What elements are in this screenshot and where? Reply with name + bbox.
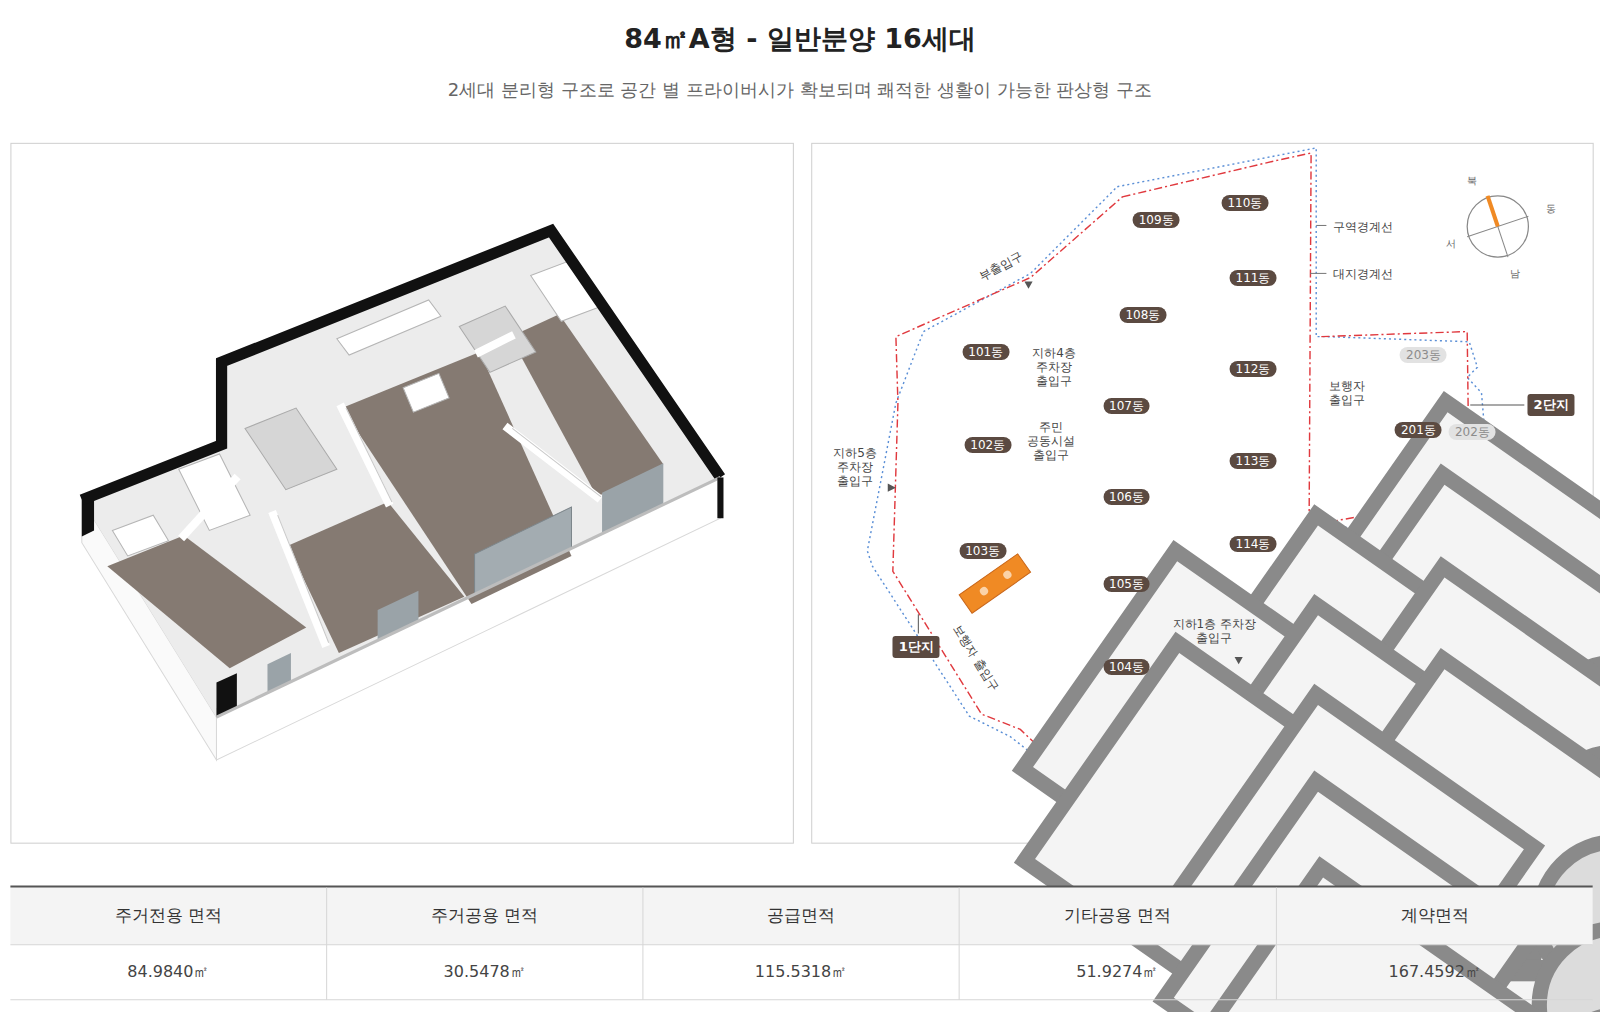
- building-tag: 110동: [1221, 195, 1268, 211]
- building-tag: 104동: [1103, 659, 1150, 675]
- building-tag: 105동: [1103, 576, 1150, 592]
- node-text: 110동: [1227, 196, 1262, 210]
- building-tag: 102동: [964, 437, 1011, 453]
- boundary-label: 구역경계선: [1333, 220, 1393, 234]
- entrance-label: 주민 공동시설 출입구: [1024, 420, 1078, 462]
- compass-letter: 동: [1546, 203, 1556, 214]
- area-table: [10, 887, 1592, 1000]
- building-tag: 201동: [1395, 422, 1442, 438]
- building-tag: 112동: [1230, 361, 1277, 377]
- building-tag: 106동: [1103, 489, 1150, 505]
- node-text: 104동: [1109, 660, 1144, 674]
- building-tag: 109동: [1133, 212, 1180, 228]
- node-text: 106동: [1109, 490, 1144, 504]
- node-text: 1단지: [899, 639, 934, 655]
- building-tag: 203동: [1400, 347, 1447, 363]
- entrance-label: 지하5층 주차장 출입구: [830, 446, 880, 488]
- site-map: [867, 148, 1600, 1012]
- compass-letter: 남: [1510, 268, 1520, 279]
- table-cell: 167.4592㎡: [1389, 962, 1481, 983]
- entrance-label: 지하4층 주차장 출입구: [1029, 346, 1079, 388]
- complex-tag: 2단지: [1527, 394, 1574, 416]
- compass-letter: 서: [1446, 237, 1456, 248]
- node-text: 114동: [1236, 537, 1271, 551]
- floor-plan: [82, 231, 721, 760]
- node-text: 201동: [1401, 423, 1436, 437]
- table-cell: 30.5478㎡: [444, 962, 526, 983]
- node-text: 108동: [1125, 308, 1160, 322]
- entrance-label: 보행자 출입구: [949, 622, 1001, 694]
- node-text: 109동: [1139, 213, 1174, 227]
- boundary-label: 대지경계선: [1333, 267, 1393, 281]
- compass-letter: 북: [1467, 174, 1477, 185]
- building-tag: 108동: [1119, 307, 1166, 323]
- node-text: 2단지: [1533, 397, 1568, 413]
- table-header: 계약면적: [1401, 904, 1469, 927]
- node-text: 105동: [1109, 577, 1144, 591]
- node-text: 112동: [1236, 362, 1271, 376]
- building-tag: 111동: [1230, 270, 1277, 286]
- entrance-label: 지하1층 주차장 출입구: [1166, 617, 1262, 645]
- entrance-label: 부출입구: [977, 249, 1026, 284]
- node-text: 107동: [1109, 399, 1144, 413]
- node-text: 111동: [1236, 271, 1271, 285]
- table-cell: 51.9274㎡: [1076, 962, 1158, 983]
- table-header: 공급면적: [767, 904, 835, 927]
- building-tag: 107동: [1103, 398, 1150, 414]
- node-text: 101동: [968, 345, 1003, 359]
- building-tag: 202동: [1449, 424, 1496, 440]
- building-tag: 103동: [959, 543, 1006, 559]
- complex-tag: 1단지: [893, 636, 940, 658]
- building-tag: 113동: [1230, 453, 1277, 469]
- node-text: 113동: [1236, 454, 1271, 468]
- table-header: 주거공용 면적: [431, 904, 538, 927]
- entrance-label: 보행자 출입구: [1325, 379, 1369, 407]
- building-tag: 101동: [962, 344, 1009, 360]
- table-header: 주거전용 면적: [115, 904, 222, 927]
- page-title: 84㎡A형 - 일반분양 16세대: [624, 21, 975, 57]
- table-cell: 84.9840㎡: [127, 962, 209, 983]
- building-tag: 114동: [1230, 536, 1277, 552]
- node-text: 102동: [970, 438, 1005, 452]
- node-text: 202동: [1455, 425, 1490, 439]
- table-header: 기타공용 면적: [1064, 904, 1171, 927]
- node-text: 103동: [965, 544, 1000, 558]
- table-cell: 115.5318㎡: [755, 962, 847, 983]
- page-caption: 2세대 분리형 구조로 공간 별 프라이버시가 확보되며 쾌적한 생활이 가능한…: [448, 78, 1152, 102]
- node-text: 203동: [1406, 348, 1441, 362]
